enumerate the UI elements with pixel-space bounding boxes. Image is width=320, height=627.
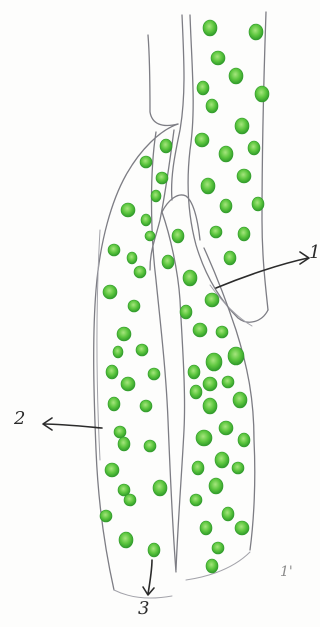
chloroplast	[195, 133, 209, 147]
chloroplast	[188, 365, 200, 379]
chloroplast	[128, 300, 140, 312]
chloroplast	[134, 266, 146, 278]
chloroplast	[201, 178, 215, 194]
chloroplast	[203, 398, 217, 414]
label-2: 2	[14, 410, 25, 428]
cell-walls	[94, 12, 268, 598]
chloroplast	[216, 326, 228, 338]
label-3: 3	[138, 600, 149, 618]
chloroplast	[127, 252, 137, 264]
chloroplast	[117, 327, 131, 341]
chloroplast	[205, 293, 219, 307]
chloroplast	[249, 24, 263, 40]
chloroplast	[255, 86, 269, 102]
chloroplast	[180, 305, 192, 319]
chloroplast	[219, 146, 233, 162]
chloroplast	[140, 156, 152, 168]
chloroplast	[193, 323, 207, 337]
right-cell-right-wall	[262, 12, 268, 310]
chloroplast	[136, 344, 148, 356]
chloroplast	[108, 397, 120, 411]
chloroplast	[233, 392, 247, 408]
chloroplast	[235, 521, 249, 535]
chloroplast	[148, 543, 160, 557]
chloroplast	[119, 532, 133, 548]
chloroplast	[192, 461, 204, 475]
chloroplast	[220, 199, 232, 213]
chloroplast	[219, 421, 233, 435]
chloroplast	[206, 559, 218, 573]
chloroplast	[238, 227, 250, 241]
chloroplast	[106, 365, 118, 379]
chloroplast	[103, 285, 117, 299]
chloroplast	[197, 81, 209, 95]
chloroplast	[203, 377, 217, 391]
chloroplast	[222, 507, 234, 521]
label-1: 1	[309, 244, 320, 262]
chloroplast	[196, 430, 212, 446]
chloroplast	[190, 494, 202, 506]
chloroplast	[232, 462, 244, 474]
chloroplast	[215, 452, 229, 468]
chloroplast	[206, 99, 218, 113]
chloroplast	[203, 20, 217, 36]
chloroplast	[238, 433, 250, 447]
chloroplast	[206, 353, 222, 371]
arrow-3-line	[148, 560, 152, 594]
chloroplast	[211, 51, 225, 65]
top-cell-wall	[148, 35, 178, 126]
chloroplast	[248, 141, 260, 155]
chloroplast	[121, 203, 135, 217]
chloroplast	[252, 197, 264, 211]
chloroplast	[118, 437, 130, 451]
chloroplast	[210, 226, 222, 238]
chloroplast	[183, 270, 197, 286]
left-cell-extra-wall	[97, 230, 100, 460]
chloroplast	[190, 385, 202, 399]
corner-mark: 1'	[280, 565, 293, 579]
chloroplast	[124, 494, 136, 506]
chloroplast	[224, 251, 236, 265]
chloroplast	[172, 229, 184, 243]
chloroplast	[148, 368, 160, 380]
chloroplast	[114, 426, 126, 438]
chloroplast	[212, 542, 224, 554]
chloroplast	[141, 214, 151, 226]
arrows	[43, 252, 309, 595]
chloroplast	[237, 169, 251, 183]
chloroplast	[229, 68, 243, 84]
chloroplast	[113, 346, 123, 358]
chloroplast	[156, 172, 168, 184]
chloroplast	[162, 255, 174, 269]
chloroplast-group	[100, 20, 269, 573]
right-cell-inner-left-wall	[188, 15, 268, 322]
chloroplast	[140, 400, 152, 412]
chloroplast	[145, 231, 155, 241]
chloroplast	[235, 118, 249, 134]
chloroplast	[222, 376, 234, 388]
chloroplast	[121, 377, 135, 391]
chloroplast	[108, 244, 120, 256]
chloroplast	[228, 347, 244, 365]
chloroplast	[151, 190, 161, 202]
chloroplast	[100, 510, 112, 522]
left-cell-bottom	[114, 590, 172, 598]
chloroplast	[209, 478, 223, 494]
chloroplast	[160, 139, 172, 153]
right-cell-left-wall	[172, 15, 184, 200]
chloroplast	[200, 521, 212, 535]
chloroplast	[144, 440, 156, 452]
chloroplast	[105, 463, 119, 477]
chloroplast	[153, 480, 167, 496]
arrow-2-line	[44, 424, 102, 428]
